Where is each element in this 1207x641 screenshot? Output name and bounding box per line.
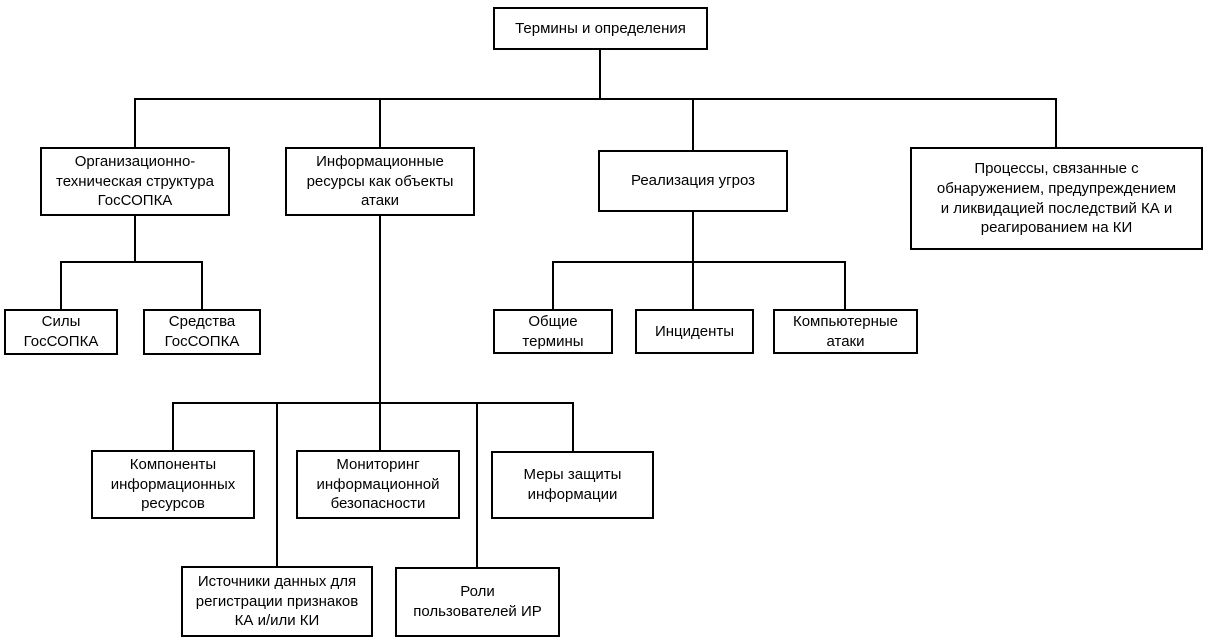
node-means-gossopka: Средства ГосСОПКА (143, 309, 261, 355)
node-information-security-monitoring: Мониторинг информационной безопасности (296, 450, 460, 519)
node-threat-realization: Реализация угроз (598, 150, 788, 212)
node-information-resources-as-attack-objects: Информационные ресурсы как объекты атаки (285, 147, 475, 216)
node-information-protection-measures: Меры защиты информации (491, 451, 654, 519)
node-ir-user-roles: Роли пользователей ИР (395, 567, 560, 637)
node-forces-gossopka: Силы ГосСОПКА (4, 309, 118, 355)
node-data-sources-for-ka-ki-signs: Источники данных для регистрации признак… (181, 566, 373, 637)
node-computer-attacks: Компьютерные атаки (773, 309, 918, 354)
node-incidents: Инциденты (635, 309, 754, 354)
node-detection-prevention-liquidation-processes: Процессы, связанные с обнаружением, пред… (910, 147, 1203, 250)
node-terms-and-definitions: Термины и определения (493, 7, 708, 50)
node-general-terms: Общие термины (493, 309, 613, 354)
node-information-resource-components: Компоненты информационных ресурсов (91, 450, 255, 519)
node-org-technical-structure-gossopka: Организационно- техническая структура Го… (40, 147, 230, 216)
